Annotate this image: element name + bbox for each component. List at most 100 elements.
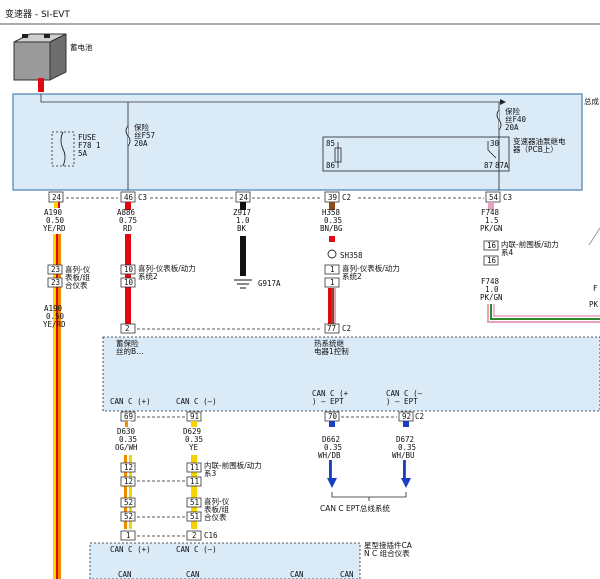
wire9-gauge: 0.35 [398, 443, 416, 452]
header-pin-24a: 24 [48, 191, 64, 203]
svg-text:10: 10 [124, 265, 134, 274]
fuse2-id: 丝F57 [134, 130, 155, 140]
wire1-id: A190 [44, 208, 63, 217]
ground-icon [234, 279, 252, 289]
bottom-label-1: 星型接插件CA [364, 540, 413, 550]
inline-pin-52a [120, 497, 136, 508]
svg-text:24: 24 [239, 193, 249, 202]
c10-label-2: 系统2 [138, 271, 158, 281]
bottom-can-plus: CAN C (+) [110, 545, 151, 554]
lower-can-minus: CAN C (–) [176, 397, 217, 406]
svg-text:39: 39 [328, 193, 337, 202]
bottom-can-4: CAN [340, 570, 354, 579]
lower-left-label-1: 蓄保险 [116, 338, 139, 348]
svg-text:77: 77 [327, 324, 336, 333]
header-pin-39: 39 C2 [324, 191, 351, 203]
relay-pin-87: 87 [484, 161, 493, 170]
inline-pin-23a [47, 264, 63, 275]
inline-pin-51a [186, 497, 202, 508]
header-pin-46: 46 C3 [120, 191, 147, 203]
svg-text:C3: C3 [503, 193, 512, 202]
fuse2-rating: 20A [134, 139, 148, 148]
ept-bus-bracket [331, 492, 407, 498]
c11-label-1: 内联-前围板/动力 [204, 460, 262, 470]
fuse3-rating: 20A [505, 123, 519, 132]
svg-text:51: 51 [190, 498, 199, 507]
bottom-pin-2 [186, 530, 202, 541]
ground-label: G917A [258, 279, 281, 288]
relay-pin-85: 85 [326, 139, 335, 148]
c51-label-1: 喜列-仪 [204, 496, 230, 506]
lower-can-ept-minus-1: CAN C (– [386, 389, 423, 398]
header-pin-24b: 24 [235, 191, 251, 203]
wire7-color: YE [189, 443, 199, 452]
page-title: 变速器 - SI-EVT [5, 8, 70, 20]
relay-switch-icon [487, 141, 500, 168]
svg-text:92: 92 [402, 412, 411, 421]
wire1-color: YE/RD [43, 224, 66, 233]
c16-label-1: 内联-前围板/动力 [501, 239, 559, 249]
svg-text:C2: C2 [342, 324, 351, 333]
wire9-color: WH/BU [392, 451, 415, 460]
wire5b-id: F748 [481, 277, 500, 286]
svg-text:16: 16 [487, 256, 497, 265]
ept-plus-arrow-icon [327, 478, 337, 488]
right-edge-pk: PK [589, 300, 599, 309]
svg-text:C2: C2 [342, 193, 351, 202]
bottom-module-box [89, 542, 361, 579]
svg-text:C3: C3 [138, 193, 147, 202]
wire5a-color: PK/GN [480, 224, 503, 233]
right-edge-label: 总成 [584, 96, 599, 106]
svg-text:16: 16 [487, 241, 497, 250]
svg-text:52: 52 [124, 512, 133, 521]
svg-text:54: 54 [489, 193, 499, 202]
lower-can-ept-plus-2: ) – EPT [312, 397, 344, 406]
fuse-f40-symbol [496, 109, 502, 131]
svg-text:69: 69 [124, 412, 133, 421]
wire1b-gauge: 0.50 [46, 312, 65, 321]
c10-label-1: 喜列-仪表板/动力 [138, 263, 196, 273]
wire5b-color: PK/GN [480, 293, 503, 302]
fuse1-id: F78 1 [78, 141, 101, 150]
wire1-gauge: 0.50 [46, 216, 65, 225]
wire8-gauge: 0.35 [324, 443, 342, 452]
wire6-id: D630 [117, 427, 136, 436]
svg-text:46: 46 [124, 193, 134, 202]
fuse3-name: 保险 [505, 106, 520, 116]
svg-text:C2: C2 [415, 412, 424, 421]
header-pin-54: 54 C3 [485, 191, 512, 203]
bottom-can-3: CAN [290, 570, 304, 579]
svg-text:12: 12 [124, 477, 133, 486]
bottom-can-minus: CAN C (–) [176, 545, 217, 554]
svg-text:11: 11 [190, 477, 199, 486]
wire4-id: H358 [322, 208, 341, 217]
ept-bus-label: CAN C EPT总线系统 [320, 503, 390, 513]
svg-text:23: 23 [51, 278, 60, 287]
bottom-pin-1 [120, 530, 136, 541]
fuse-f78-symbol [60, 131, 66, 167]
relay-name-2: 器（PCB上） [513, 145, 558, 154]
lower-left-label-2: 丝的B… [116, 346, 144, 356]
fuse2-name: 保险 [134, 122, 149, 132]
bottom-can-1: CAN [118, 570, 132, 579]
fuse1-name: FUSE [78, 133, 97, 142]
wire9-id: D672 [396, 435, 414, 444]
wire5a-gauge: 1.5 [485, 216, 499, 225]
lower-pin-2 [120, 323, 136, 334]
relay-coil-icon [334, 147, 342, 163]
wire4-gauge: 0.35 [324, 216, 342, 225]
splice-icon [327, 249, 337, 259]
wire2-color: RD [123, 224, 133, 233]
inline-pin-51b [186, 511, 202, 522]
inline-pin-10b [120, 277, 136, 288]
lower-can-ept-minus-2: ) – EPT [386, 397, 418, 406]
wire4-color: BN/BG [320, 224, 343, 233]
svg-text:23: 23 [51, 265, 60, 274]
svg-text:91: 91 [190, 412, 199, 421]
c51-label-2: 表板/组 [204, 504, 230, 514]
svg-text:1: 1 [330, 265, 335, 274]
lower-can-plus: CAN C (+) [110, 397, 151, 406]
wire5b-gauge: 1.0 [485, 285, 499, 294]
relay-name-1: 变速器油泵继电 [513, 136, 566, 146]
fuse-f57-symbol [125, 125, 131, 147]
